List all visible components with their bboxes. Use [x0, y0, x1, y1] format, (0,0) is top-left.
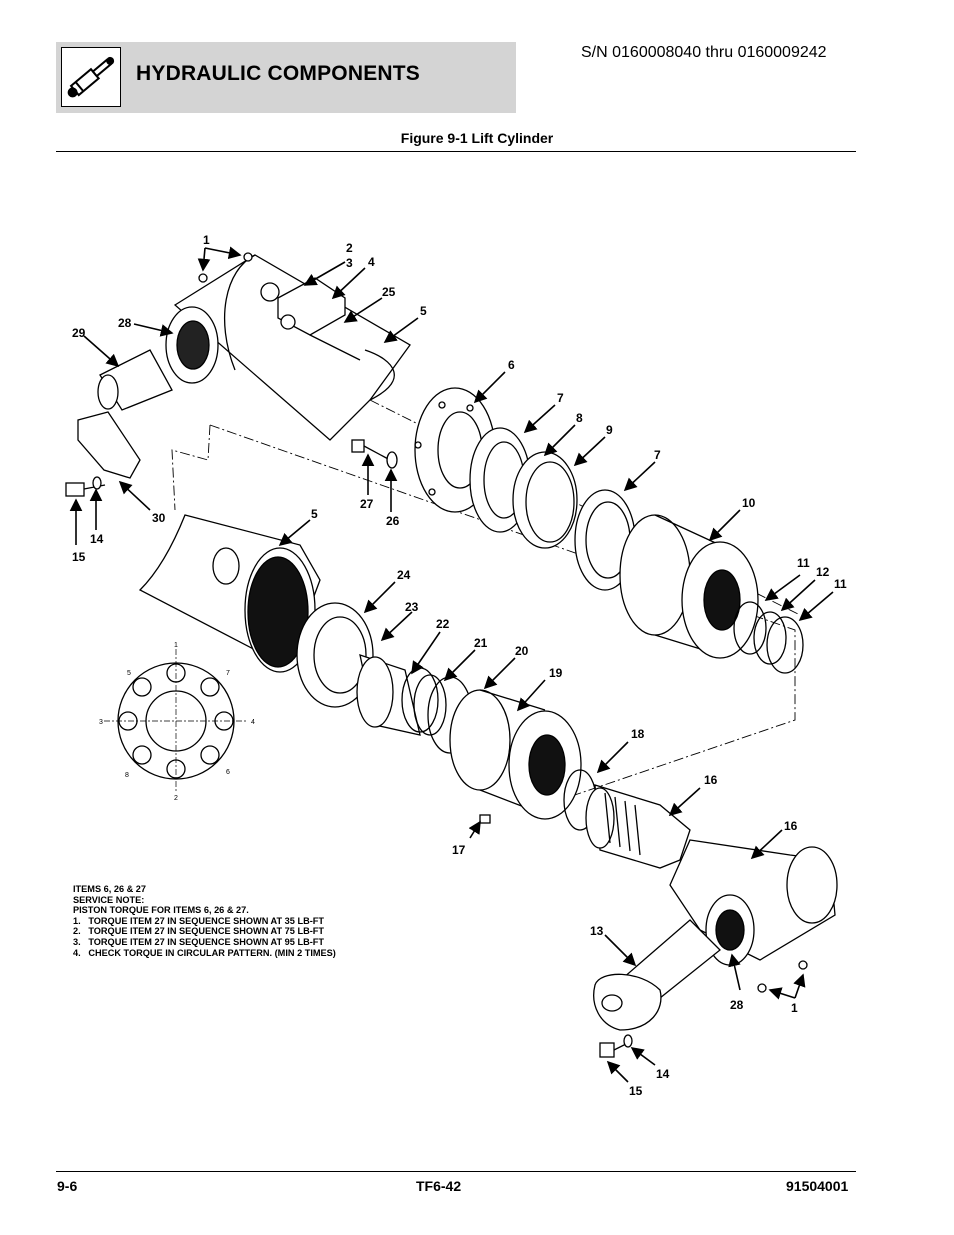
callout-label: 1 [791, 1001, 798, 1015]
callout-label: 21 [474, 636, 488, 650]
bolt-pattern-label: 1 [174, 642, 178, 649]
callout-label: 5 [311, 507, 318, 521]
service-note: ITEMS 6, 26 & 27 SERVICE NOTE: PISTON TO… [73, 884, 336, 958]
bolt-pattern-label: 2 [174, 795, 178, 802]
callout-label: 1 [203, 233, 210, 247]
bolt-pattern-label: 5 [127, 670, 131, 677]
callout-label: 29 [72, 326, 86, 340]
callout-label: 9 [606, 423, 613, 437]
callout-label: 13 [590, 924, 604, 938]
callout-label: 18 [631, 727, 645, 741]
header-rule [56, 151, 856, 152]
callout-label: 28 [730, 998, 744, 1012]
part-number: 91504001 [786, 1178, 849, 1194]
callout-label: 5 [420, 304, 427, 318]
service-note-line: 2. TORQUE ITEM 27 IN SEQUENCE SHOWN AT 7… [73, 926, 324, 937]
callout-label: 3 [346, 256, 353, 270]
callout-label: 14 [656, 1067, 670, 1081]
service-note-line: 1. TORQUE ITEM 27 IN SEQUENCE SHOWN AT 3… [73, 915, 324, 926]
callout-label: 15 [72, 550, 86, 564]
callout-label: 20 [515, 644, 529, 658]
callout-label: 7 [557, 391, 564, 405]
bolt-pattern-label: 8 [125, 772, 129, 779]
service-note-line: 4. CHECK TORQUE IN CIRCULAR PATTERN. (MI… [73, 947, 336, 958]
serial-range: S/N 0160008040 thru 0160009242 [581, 44, 827, 61]
bolt-pattern-label: 7 [226, 670, 230, 677]
callout-label: 26 [386, 514, 400, 528]
callout-label: 16 [784, 819, 798, 833]
callout-label: 12 [816, 565, 830, 579]
header-band [56, 42, 516, 113]
service-note-line: SERVICE NOTE: [73, 894, 145, 905]
bolt-pattern-label: 3 [99, 719, 103, 726]
callout-label: 15 [629, 1084, 643, 1098]
section-title: HYDRAULIC COMPONENTS [136, 62, 421, 85]
callout-label: 7 [654, 448, 661, 462]
callout-label: 6 [508, 358, 515, 372]
barrel-body [173, 254, 411, 441]
lift-cylinder-diagram: 1 2 3 4 25 5 28 29 6 7 8 9 7 10 27 26 30… [65, 233, 847, 1098]
callout-label: 23 [405, 600, 419, 614]
service-note-line: PISTON TORQUE FOR ITEMS 6, 26 & 27. [73, 905, 249, 916]
callout-label: 17 [452, 843, 466, 857]
callout-label: 10 [742, 496, 756, 510]
callout-label: 4 [368, 255, 375, 269]
doc-code: TF6-42 [416, 1178, 462, 1194]
callout-label: 27 [360, 497, 374, 511]
callout-label: 11 [797, 556, 810, 570]
callout-label: 30 [152, 511, 166, 525]
bolt-pattern-label: 6 [226, 769, 230, 776]
footer-rule [56, 1171, 856, 1172]
bolt-pattern-label: 4 [251, 719, 255, 726]
service-note-line: ITEMS 6, 26 & 27 [73, 884, 147, 894]
callout-label: 24 [397, 568, 411, 582]
callout-label: 19 [549, 666, 563, 680]
page-number: 9-6 [57, 1178, 78, 1194]
callout-label: 16 [704, 773, 718, 787]
callout-label: 2 [346, 241, 353, 255]
callout-label: 25 [382, 285, 396, 299]
figure-title: Figure 9-1 Lift Cylinder [400, 130, 554, 146]
callout-label: 28 [118, 316, 132, 330]
service-note-line: 3. TORQUE ITEM 27 IN SEQUENCE SHOWN AT 9… [73, 936, 324, 947]
callout-label: 14 [90, 532, 104, 546]
callout-label: 22 [436, 617, 450, 631]
callout-label: 8 [576, 411, 583, 425]
callout-label: 11 [834, 577, 847, 591]
hydraulic-cylinder-icon [61, 47, 121, 107]
bolt-pattern-diagram [104, 649, 248, 793]
